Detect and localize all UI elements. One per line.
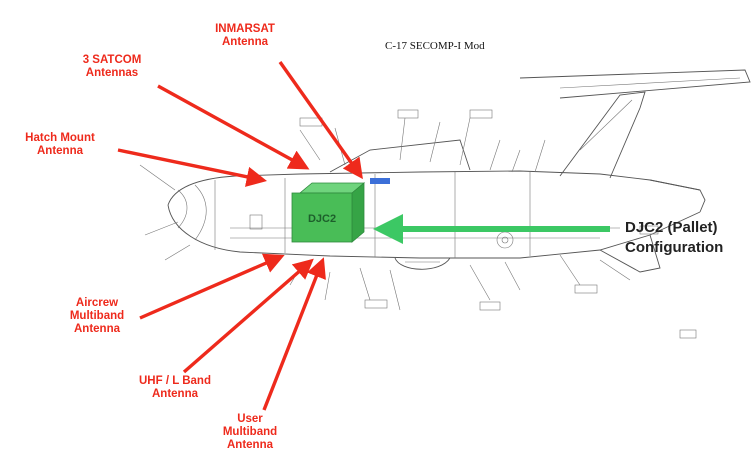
satcom-arrow bbox=[157, 84, 310, 170]
inmarsat-label: INMARSAT Antenna bbox=[215, 23, 275, 48]
uhf-arrow bbox=[182, 258, 314, 374]
inmarsat-antenna-icon bbox=[370, 178, 390, 184]
satcom-label: 3 SATCOM Antennas bbox=[82, 54, 142, 79]
djc2-pallet-box: DJC2 bbox=[291, 182, 366, 243]
aircraft-outline bbox=[139, 69, 751, 339]
aircrew-arrow bbox=[139, 253, 285, 320]
hatch-label: Hatch Mount Antenna bbox=[25, 132, 95, 157]
inmarsat-arrow bbox=[278, 61, 363, 180]
user-label: User Multiband Antenna bbox=[222, 413, 278, 451]
djc2-box-label: DJC2 bbox=[308, 213, 336, 225]
configuration-label: DJC2 (Pallet) Configuration bbox=[625, 219, 724, 256]
uhf-label: UHF / L Band Antenna bbox=[139, 375, 211, 400]
aircrew-label: Aircrew Multiband Antenna bbox=[69, 297, 125, 335]
diagram-title: C-17 SECOMP-I Mod bbox=[385, 40, 485, 52]
user-arrow bbox=[262, 257, 326, 411]
hatch-arrow bbox=[117, 148, 267, 187]
